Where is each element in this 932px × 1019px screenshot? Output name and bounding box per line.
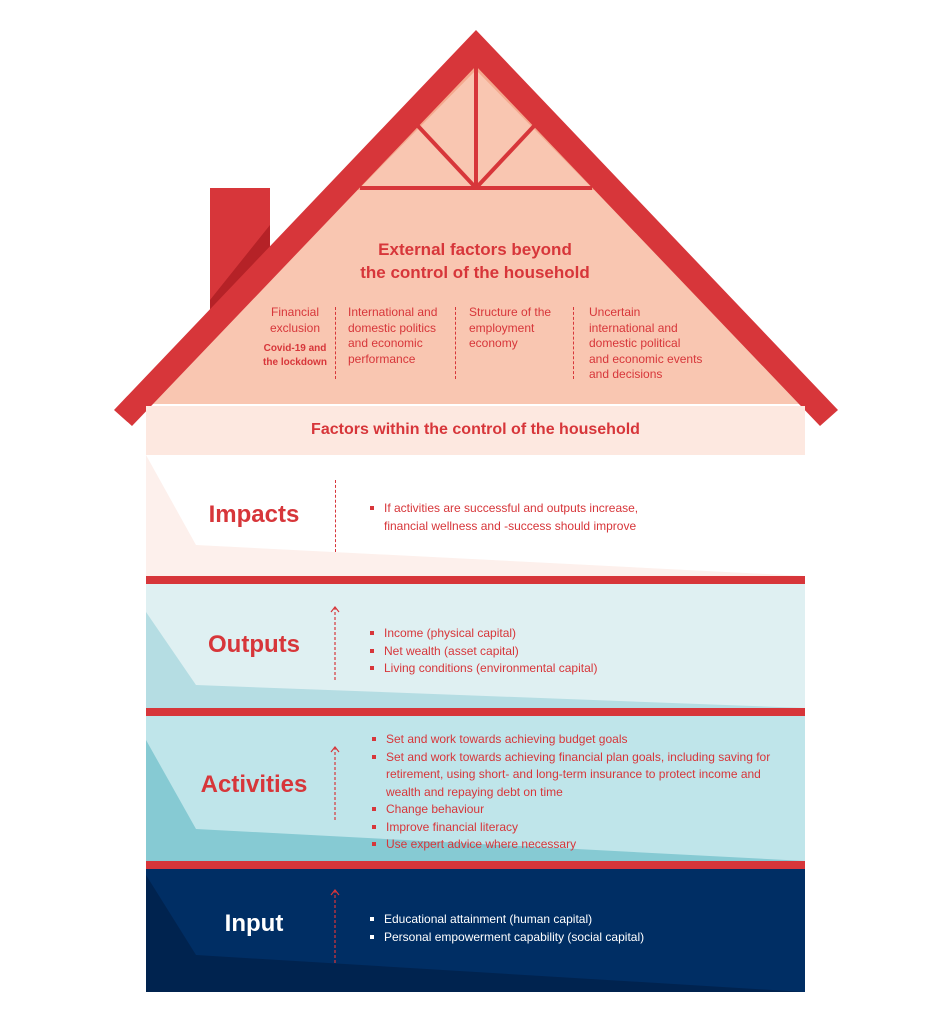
list-item: Change behaviour <box>370 801 780 819</box>
activities-list: Set and work towards achieving budget go… <box>370 731 780 854</box>
roof-title-line1: External factors beyond <box>378 240 572 259</box>
list-item: Set and work towards achieving financial… <box>370 749 780 802</box>
roof-divider <box>335 307 336 379</box>
roof-divider <box>573 307 574 379</box>
impacts-title: Impacts <box>208 501 300 528</box>
outputs-title: Outputs <box>208 631 300 658</box>
roof-column-2: International and domestic politics and … <box>348 305 438 366</box>
list-item: Income (physical capital) <box>368 625 668 643</box>
factors-band-label: Factors within the control of the househ… <box>311 421 640 438</box>
factors-band-bg <box>146 406 805 455</box>
roof-title: External factors beyond the control of t… <box>300 238 650 284</box>
roof-column-1-sub: Covid-19 and the lockdown <box>263 343 327 368</box>
list-item: If activities are successful and outputs… <box>368 500 668 535</box>
list-item: Living conditions (environmental capital… <box>368 660 668 678</box>
list-item: Personal empowerment capability (social … <box>368 929 688 947</box>
impacts-divider <box>335 480 336 552</box>
input-list: Educational attainment (human capital) P… <box>368 911 688 946</box>
list-item: Set and work towards achieving budget go… <box>370 731 780 749</box>
outputs-list: Income (physical capital) Net wealth (as… <box>368 625 668 678</box>
roof-column-1-text: Financial exclusion <box>269 305 321 335</box>
outputs-shade <box>146 612 805 708</box>
list-item: Improve financial literacy <box>370 819 780 837</box>
up-arrow-icon <box>330 746 340 821</box>
roof-column-1: Financial exclusion Covid-19 and the loc… <box>262 305 328 370</box>
list-item: Use expert advice where necessary <box>370 836 780 854</box>
activities-title: Activities <box>200 771 308 798</box>
input-shade <box>146 875 805 992</box>
impacts-shade <box>146 455 805 576</box>
up-arrow-icon <box>330 889 340 964</box>
up-arrow-icon <box>330 606 340 681</box>
input-title: Input <box>224 910 284 937</box>
roof-fill <box>146 52 806 404</box>
activities-shade <box>146 740 805 861</box>
roof-column-4: Uncertain international and domestic pol… <box>589 305 703 381</box>
roof-divider <box>455 307 456 379</box>
list-item: Educational attainment (human capital) <box>368 911 688 929</box>
roof-column-3: Structure of the employment economy <box>469 305 552 350</box>
list-item: Net wealth (asset capital) <box>368 643 668 661</box>
roof-truss <box>360 66 592 190</box>
roof-title-line2: the control of the household <box>360 263 590 282</box>
impacts-list: If activities are successful and outputs… <box>368 500 668 535</box>
